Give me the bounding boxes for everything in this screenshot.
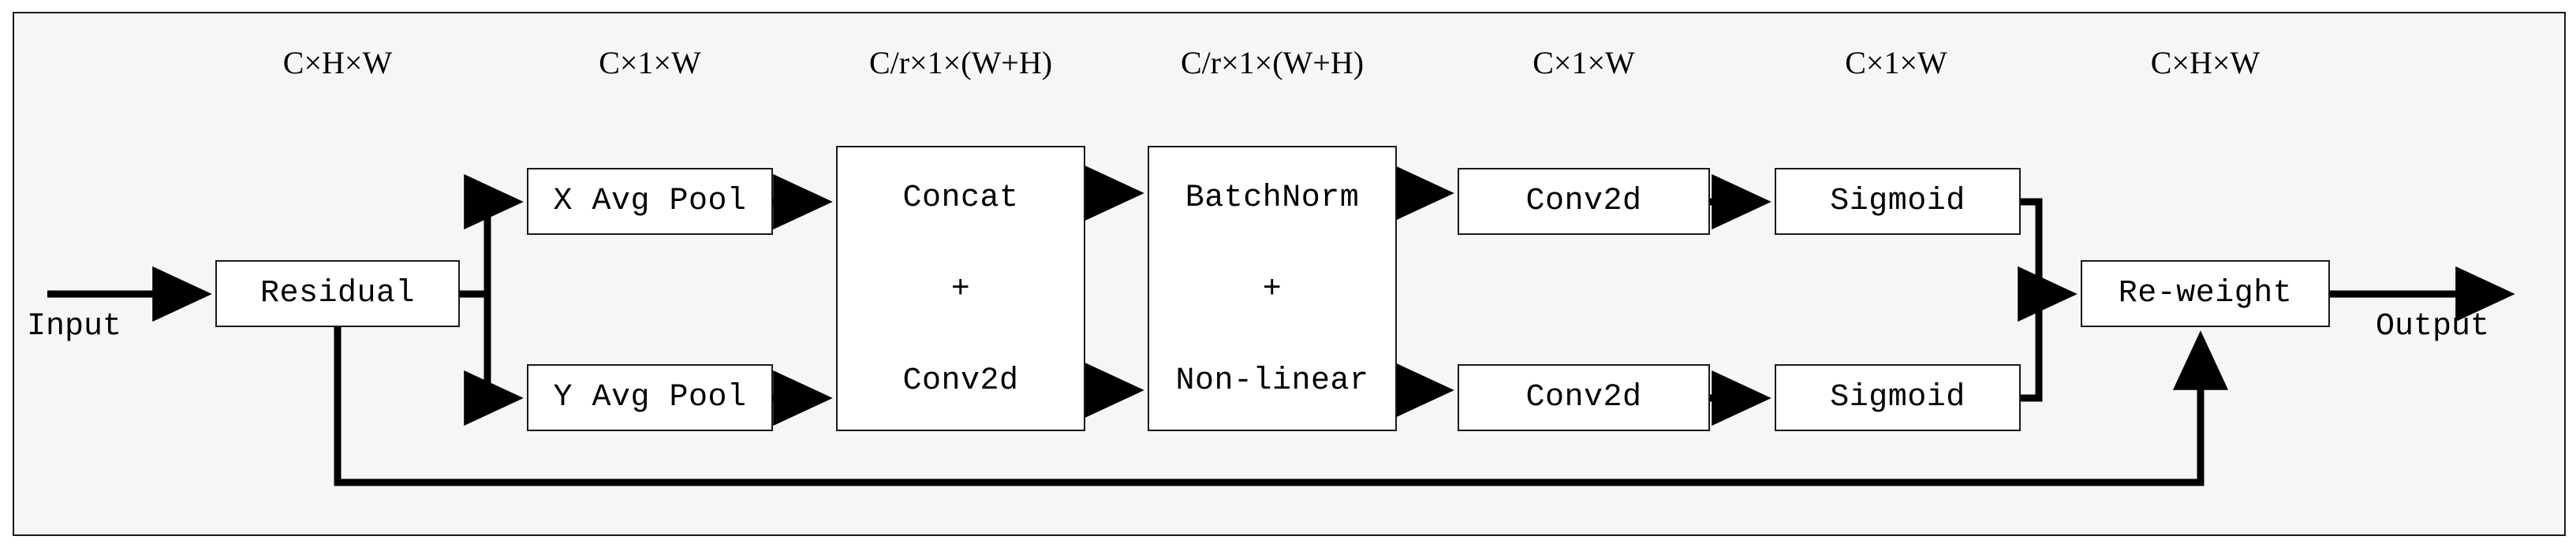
node-sigmoid-bot-line-0: Sigmoid (1830, 379, 1966, 415)
node-residual[interactable]: Residual (215, 260, 460, 327)
input-label: Input (27, 309, 122, 344)
node-conv2d-bot-line-0: Conv2d (1525, 379, 1642, 415)
dim-label-0: C×H×W (282, 45, 393, 80)
node-residual-line-0: Residual (259, 275, 416, 311)
node-sigmoid-top-line-0: Sigmoid (1830, 183, 1966, 219)
node-batchnorm-line-1: + (1262, 272, 1282, 307)
dim-label-4: C×1×W (1533, 45, 1635, 80)
node-x-avg-pool-line-0: X Avg Pool (553, 183, 747, 219)
node-sigmoid-top[interactable]: Sigmoid (1775, 168, 2021, 235)
node-sigmoid-bot[interactable]: Sigmoid (1775, 364, 2021, 431)
node-batchnorm-line-0: BatchNorm (1185, 181, 1360, 216)
node-y-avg-pool-line-0: Y Avg Pool (553, 379, 747, 415)
node-concat[interactable]: Concat + Conv2d (836, 146, 1085, 431)
dim-label-1: C×1×W (599, 45, 701, 80)
node-re-weight-line-0: Re-weight (2118, 275, 2293, 311)
node-re-weight[interactable]: Re-weight (2081, 260, 2330, 327)
node-conv2d-top[interactable]: Conv2d (1458, 168, 1710, 235)
node-concat-line-1: + (950, 272, 971, 307)
node-conv2d-bot[interactable]: Conv2d (1458, 364, 1710, 431)
dim-label-2: C/r×1×(W+H) (868, 45, 1053, 80)
node-conv2d-top-line-0: Conv2d (1525, 183, 1642, 219)
node-batchnorm-line-2: Non-linear (1175, 363, 1369, 399)
node-concat-line-2: Conv2d (902, 363, 1019, 399)
dim-label-5: C×1×W (1845, 45, 1947, 80)
node-y-avg-pool[interactable]: Y Avg Pool (527, 364, 773, 431)
dim-label-6: C×H×W (2150, 45, 2261, 80)
node-concat-line-0: Concat (902, 181, 1019, 216)
node-x-avg-pool[interactable]: X Avg Pool (527, 168, 773, 235)
node-batchnorm[interactable]: BatchNorm + Non-linear (1148, 146, 1397, 431)
output-label: Output (2376, 309, 2490, 344)
dim-label-3: C/r×1×(W+H) (1180, 45, 1365, 80)
